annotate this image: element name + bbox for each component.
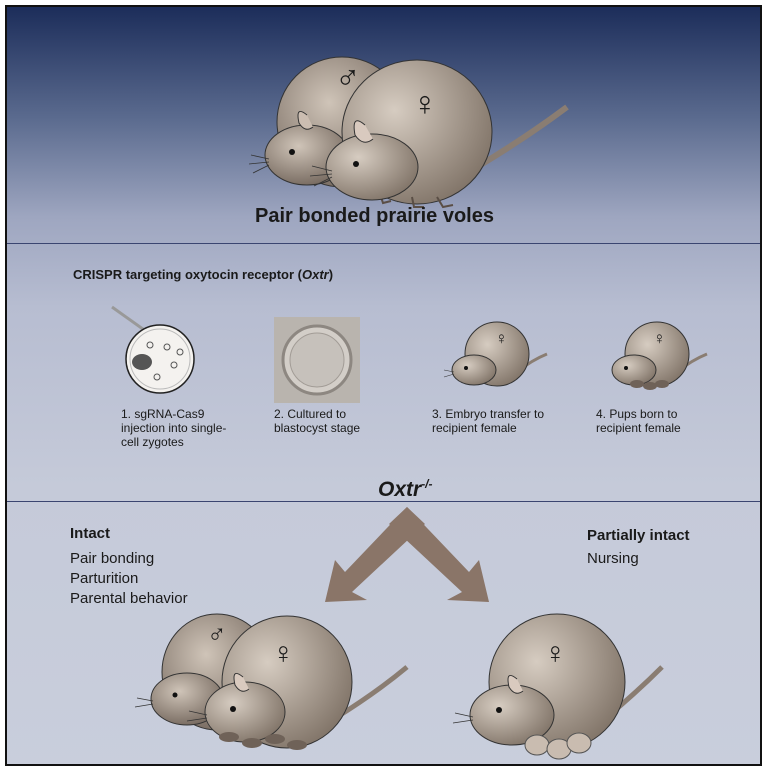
crispr-prefix: CRISPR targeting oxytocin receptor ( (73, 267, 302, 282)
title: Pair bonded prairie voles (255, 205, 494, 228)
male-symbol-bottom: ♂ (207, 619, 227, 650)
recipient-female-vole (432, 312, 552, 392)
intact-item-2: Parturition (70, 569, 138, 588)
knockout-superscript: -/- (421, 477, 432, 491)
top-vole-pair (7, 7, 762, 237)
knockout-label: Oxtr-/- (378, 477, 433, 502)
female-symbol-top: ♀ (412, 85, 438, 124)
step-2-label: 2. Cultured to blastocyst stage (274, 407, 384, 435)
male-symbol-top: ♂ (335, 59, 361, 98)
female-symbol-step3: ♀ (495, 329, 508, 349)
female-symbol-bottom-left: ♀ (272, 637, 295, 671)
nursing-female-vole (453, 614, 662, 759)
intact-item-1: Pair bonding (70, 549, 154, 568)
crispr-gene: Oxtr (302, 267, 329, 282)
female-symbol-step4: ♀ (653, 329, 666, 349)
pups-born-vole (592, 312, 712, 392)
crispr-suffix: ) (329, 267, 333, 282)
step-1-label: 1. sgRNA-Cas9 injection into single-cell… (121, 407, 241, 449)
divider-top (7, 243, 760, 244)
petri-dish-icon (112, 307, 202, 397)
knockout-gene: Oxtr (378, 478, 421, 501)
blastocyst-image (274, 317, 360, 403)
crispr-heading: CRISPR targeting oxytocin receptor (Oxtr… (73, 267, 333, 282)
figure-frame: ♂ ♀ Pair bonded prairie voles CRISPR tar… (5, 5, 762, 766)
partial-heading: Partially intact (587, 527, 690, 544)
step-3-label: 3. Embryo transfer to recipient female (432, 407, 547, 435)
bottom-vole-pair (7, 597, 762, 766)
female-symbol-bottom-right: ♀ (544, 637, 567, 671)
partial-item-1: Nursing (587, 549, 639, 568)
step-4-label: 4. Pups born to recipient female (596, 407, 711, 435)
intact-heading: Intact (70, 525, 110, 542)
